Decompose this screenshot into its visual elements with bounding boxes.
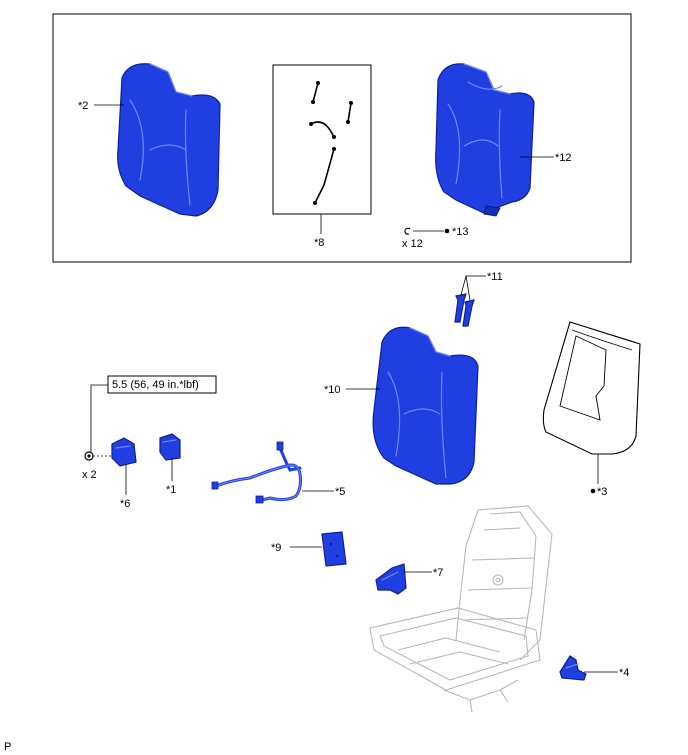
callout-12: *12 — [555, 152, 572, 164]
callout-3: *3 — [597, 486, 607, 498]
torque-spec-box — [107, 375, 217, 394]
part-11-guides — [454, 293, 475, 327]
callout-11: *11 — [487, 271, 503, 283]
part-1-bracket — [159, 433, 181, 461]
bullet-13-icon — [444, 228, 450, 234]
part-8-wires — [310, 82, 352, 204]
part-6-bracket — [111, 437, 137, 467]
torque-spec: 5.5 (56, 49 in.*lbf) — [112, 379, 199, 391]
callout-4: *4 — [619, 667, 629, 679]
part-7-bracket — [375, 563, 407, 595]
part-4-bracket — [559, 655, 587, 681]
callout-13: *13 — [452, 226, 469, 238]
callout-9: *9 — [271, 542, 281, 554]
part-9-plate — [321, 531, 347, 567]
callout-7: *7 — [433, 567, 443, 579]
part-3-seatback-cover — [542, 321, 641, 455]
callout-10: *10 — [324, 384, 341, 396]
seat-frame — [369, 505, 553, 713]
part-10-seatback-pad — [372, 326, 479, 485]
callout-1: *1 — [166, 484, 176, 496]
footer-code: P — [4, 741, 11, 753]
callout-2: *2 — [78, 100, 88, 112]
part-5-wire-harness — [211, 441, 302, 504]
callout-8: *8 — [314, 237, 324, 249]
qty-hog-rings: x 12 — [402, 238, 423, 250]
part-12-seatback-pad-cover — [435, 63, 535, 217]
callout-6: *6 — [120, 498, 130, 510]
part-2-seatback-pad — [117, 63, 221, 217]
hog-ring-icon — [404, 227, 411, 235]
group-box — [52, 13, 632, 263]
bullet-3-icon — [590, 488, 596, 494]
callout-5: *5 — [335, 486, 345, 498]
part-8-box — [272, 64, 372, 215]
qty-nuts: x 2 — [82, 469, 97, 481]
